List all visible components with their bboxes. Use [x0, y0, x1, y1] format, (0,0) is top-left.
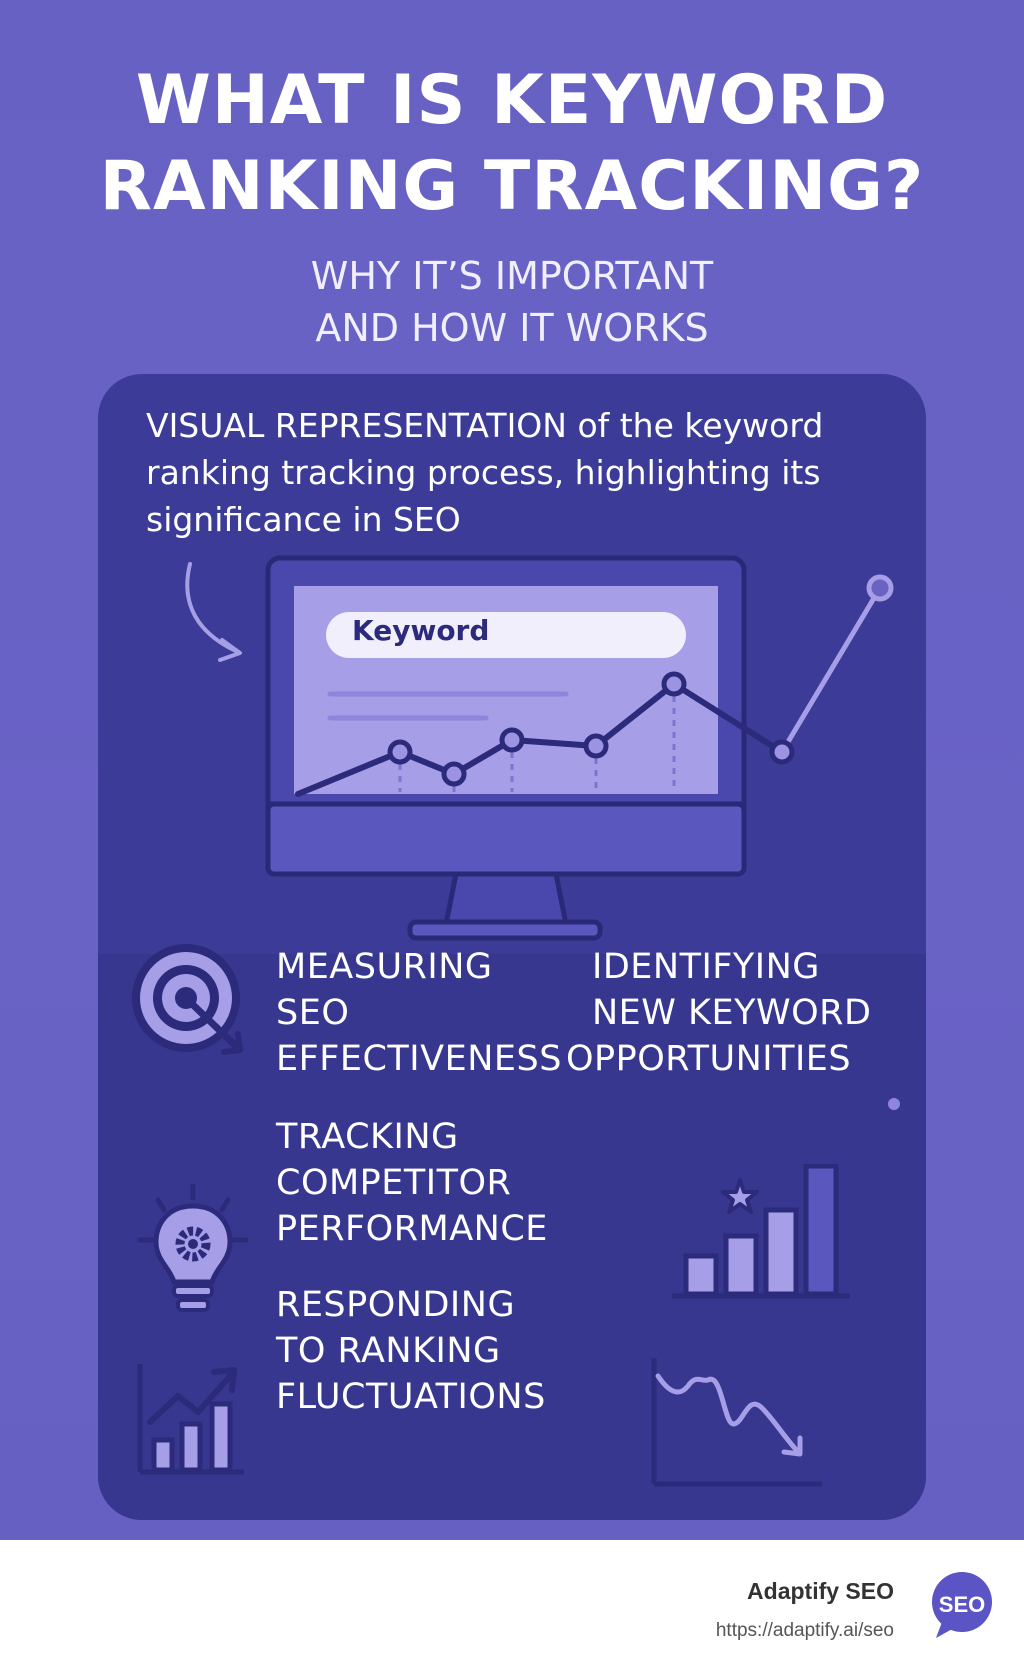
brand-url[interactable]: https://adaptify.ai/seo	[715, 1620, 894, 1641]
title-line-1: WHAT IS KEYWORD	[135, 61, 889, 140]
growth-chart-icon	[137, 1364, 244, 1475]
page-title: WHAT IS KEYWORD RANKING TRACKING?	[0, 58, 1024, 230]
seo-badge-icon	[932, 1572, 992, 1638]
page-subtitle: WHY IT’S IMPORTANT AND HOW IT WORKS	[0, 250, 1024, 354]
subtitle-line-1: WHY IT’S IMPORTANT	[310, 254, 714, 298]
feature-identifying-keywords: IDENTIFYING NEW KEYWORD OPPORTUNITIES	[566, 947, 872, 1079]
intro-line-2: ranking tracking process, highlighting i…	[146, 453, 821, 492]
intro-line-1: VISUAL REPRESENTATION of the keyword	[146, 406, 824, 445]
lightbulb-gear-icon	[138, 1183, 248, 1312]
dot-icon	[888, 1098, 900, 1110]
seo-badge-text: SEO	[938, 1592, 986, 1617]
feature-tracking-competitor: TRACKING COMPETITOR PERFORMANCE	[276, 1117, 548, 1249]
info-panel: VISUAL REPRESENTATION of the keyword ran…	[98, 374, 926, 1520]
search-box	[326, 612, 686, 658]
brand-name: Adaptify SEO	[747, 1578, 894, 1604]
feature-measuring-seo: MEASURING SEO EFFECTIVENESS	[276, 947, 562, 1079]
title-line-2: RANKING TRACKING?	[99, 147, 925, 226]
decline-chart-icon	[651, 1358, 822, 1487]
intro-text: VISUAL REPRESENTATION of the keyword ran…	[146, 402, 906, 543]
intro-line-3: significance in SEO	[146, 500, 461, 539]
monitor-illustration	[185, 555, 894, 941]
curved-arrow-icon	[185, 562, 240, 654]
subtitle-line-2: AND HOW IT WORKS	[315, 306, 709, 350]
feature-responding-fluctuations: RESPONDING TO RANKING FLUCTUATIONS	[276, 1285, 546, 1417]
search-box-label: Keyword	[352, 614, 490, 647]
target-icon	[132, 944, 243, 1055]
bar-chart-star-icon	[672, 1164, 850, 1299]
footer: Adaptify SEO https://adaptify.ai/seo SEO	[0, 1540, 1024, 1666]
